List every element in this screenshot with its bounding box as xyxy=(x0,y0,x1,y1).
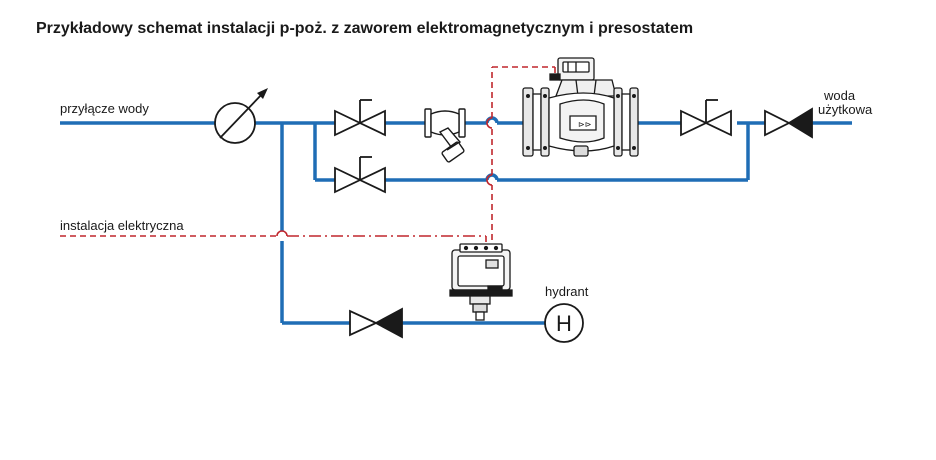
electric-crossover-bypass xyxy=(486,174,493,186)
label-electrical-installation: instalacja elektryczna xyxy=(60,218,184,233)
gate-valve-main-2-icon xyxy=(680,99,732,137)
hydrant-symbol: H xyxy=(556,311,572,336)
label-hydrant: hydrant xyxy=(545,284,589,299)
diagram-title: Przykładowy schemat instalacji p-poż. z … xyxy=(36,20,694,37)
pressure-switch-icon xyxy=(449,243,513,321)
solenoid-valve-icon: ⊳⊳ xyxy=(522,57,639,157)
strainer-filter-icon xyxy=(424,108,466,163)
pipe-network xyxy=(60,116,852,325)
label-utility-water-1: woda xyxy=(824,88,856,103)
svg-text:⊳⊳: ⊳⊳ xyxy=(578,120,592,129)
electrical-lines xyxy=(60,66,556,250)
hydrant-icon: H xyxy=(544,303,584,343)
label-water-inlet: przyłącze wody xyxy=(60,101,149,116)
electric-crossover-main xyxy=(486,117,493,129)
gate-valve-bypass-icon xyxy=(334,156,386,194)
gate-valve-main-1-icon xyxy=(334,99,386,137)
electric-crossover-branch xyxy=(276,230,288,237)
label-utility-water-2: użytkowa xyxy=(818,102,873,117)
check-valve-outlet-icon xyxy=(764,107,813,139)
flow-meter-icon xyxy=(214,88,268,144)
check-valve-hydrant-icon xyxy=(349,307,403,339)
